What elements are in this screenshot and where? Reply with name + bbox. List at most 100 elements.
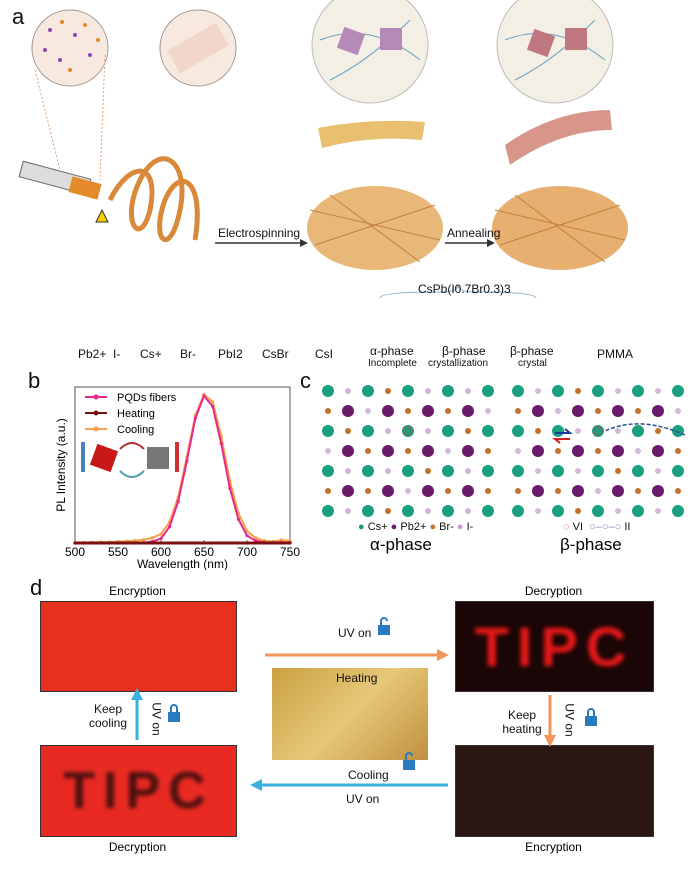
halide-atom [515,448,521,454]
data-point [159,541,163,545]
cs-atom [672,465,684,477]
halide-atom [385,388,391,394]
data-point [245,541,249,545]
data-point [279,541,283,545]
cs-atom [552,385,564,397]
pb-atom [532,485,544,497]
pb-atom [652,485,664,497]
encrypted-red-image [40,601,237,692]
cs-atom [322,385,334,397]
halide-atom [485,448,491,454]
halide-atom [465,508,471,514]
high-voltage-icon [95,208,109,223]
lattice-diagram [322,385,686,517]
data-point [262,541,266,545]
data-point [202,394,206,398]
pb-atom [422,405,434,417]
data-point [279,538,283,542]
cs-atom [672,505,684,517]
halide-atom [485,488,491,494]
halide-atom [365,408,371,414]
pb-atom [462,485,474,497]
halide-atom [445,448,451,454]
legend-vacancy: VI [572,521,584,533]
cycle-arrows [131,617,597,791]
bottom-right-caption: Encryption [525,840,582,854]
beta-phase-label: β-phase [442,344,486,358]
data-point [176,541,180,545]
cs-atom [482,385,494,397]
cs-atom [362,505,374,517]
legend-i: I- [113,347,121,361]
data-point [236,517,240,521]
beta-crystal-sub: crystal [518,358,547,369]
electrospinning-label: Electrospinning [218,226,301,240]
data-point [219,441,223,446]
data-point [142,541,146,545]
halide-atom [515,408,521,414]
data-point [211,541,215,545]
pb-atom [612,485,624,497]
cs-atom [362,425,374,437]
cs-atom [402,385,414,397]
nanocrystal-zoom-circle [311,0,429,104]
halide-atom [615,468,621,474]
cs-atom [402,505,414,517]
halide-atom [345,388,351,394]
cs-atom [322,425,334,437]
pb-atom [382,485,394,497]
pb-atom [652,445,664,457]
pb-atom [462,405,474,417]
decrypted-dark-image: TIPC [455,601,654,692]
legend-cs: Cs+ [367,521,388,533]
halide-atom [385,468,391,474]
alpha-phase-title: α-phase [370,535,432,554]
pb-atom [342,485,354,497]
halide-atom [325,408,331,414]
halide-atom [595,448,601,454]
cs-atom [442,505,454,517]
halide-atom [345,468,351,474]
panel-a-label: a [12,4,25,29]
data-point [271,541,275,545]
cs-atom [592,465,604,477]
bottom-arrow-cooling: Cooling [348,768,389,782]
decrypted-red-image: TIPC [40,745,237,837]
cs-atom [442,425,454,437]
unlock-icon [378,617,390,635]
dark-text-tipc: TIPC [63,762,214,820]
lock-icon [168,704,180,722]
pb-atom [532,405,544,417]
halide-atom [385,428,391,434]
data-point [193,416,197,420]
data-point [168,525,172,529]
annealing-label: Annealing [447,226,501,240]
cs-atom [512,425,524,437]
data-point [107,541,111,545]
halide-atom [425,428,431,434]
cs-atom [512,385,524,397]
data-point [185,541,189,545]
top-arrow-uv-on: UV on [338,626,372,640]
pb-atom [422,445,434,457]
pb-atom [342,445,354,457]
data-point [228,486,232,490]
crystal-zoom-circle [496,0,614,104]
forward-arrow-icon [555,428,573,434]
red-fiber-icon [89,443,119,473]
x-tick-label: 750 [280,545,300,559]
top-right-caption: Decryption [524,584,583,598]
x-axis-label: Wavelength (nm) [137,557,228,570]
halide-atom [575,388,581,394]
fiber-with-nuclei [318,120,425,148]
halide-atom [385,508,391,514]
data-point [245,533,249,538]
legend-br: Br- [439,521,454,533]
pb-atom [342,405,354,417]
halide-atom [635,488,641,494]
cs-atom [362,465,374,477]
halide-atom [325,488,331,494]
legend-interstitial: II [624,521,631,533]
data-point [116,541,120,545]
data-point [185,459,189,463]
